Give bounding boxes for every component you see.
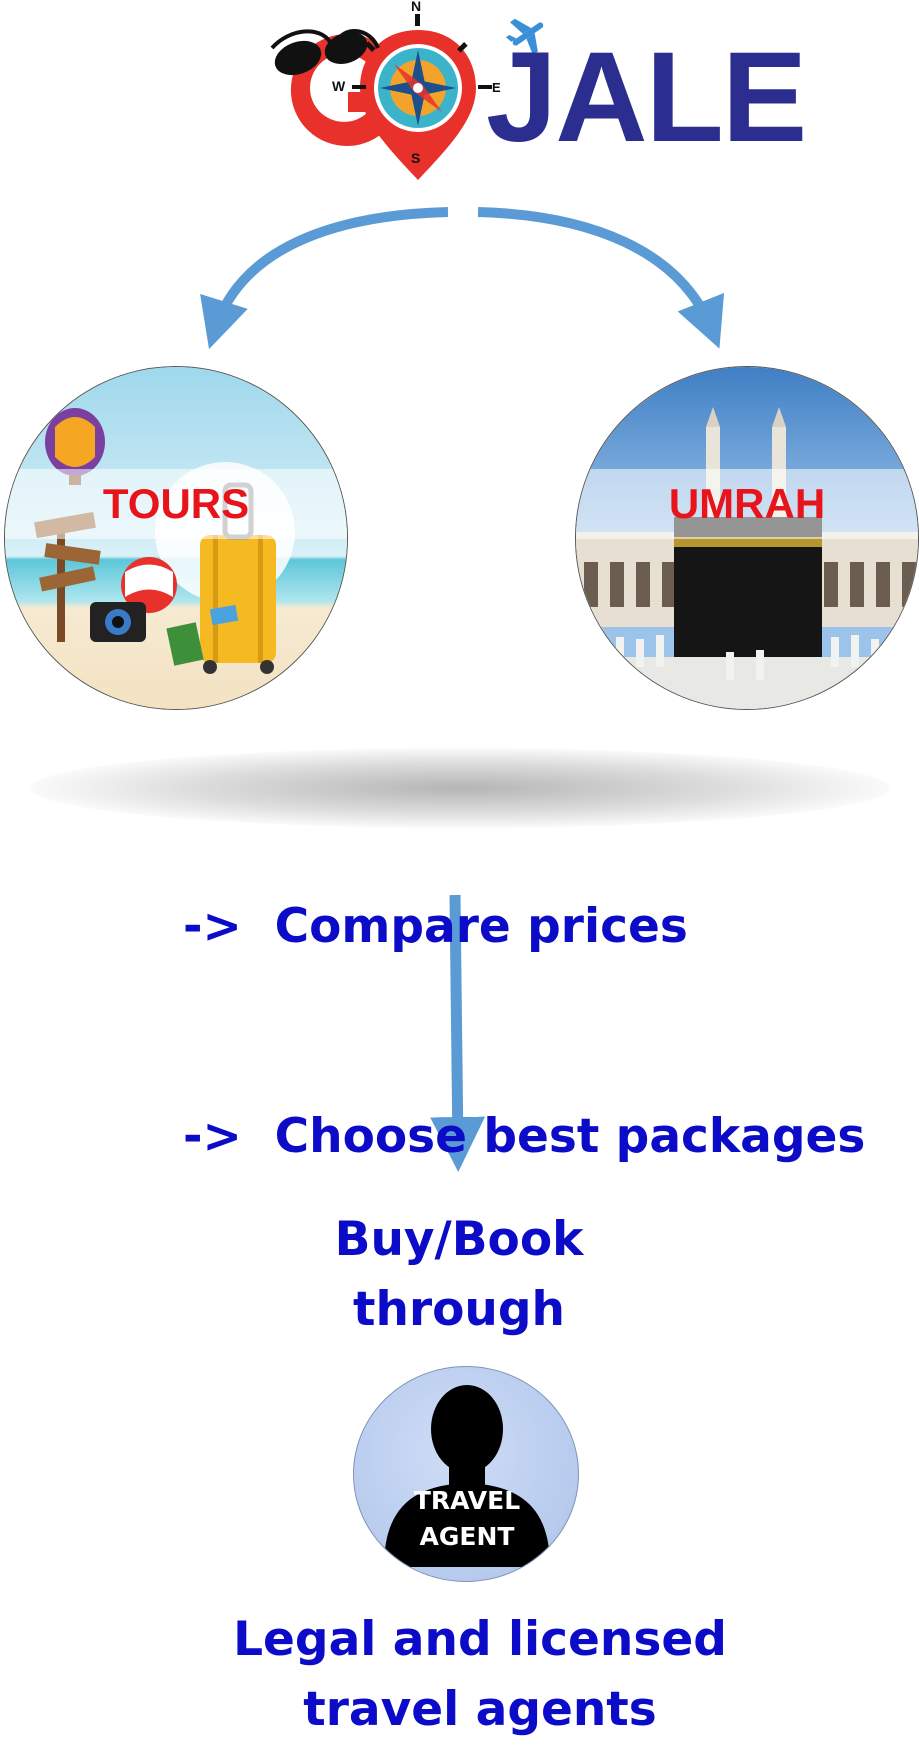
benefits-shadow: [30, 748, 890, 828]
compass-n: N: [411, 0, 422, 14]
umrah-node: UMRAH: [575, 366, 919, 710]
footer-text: Legal and licensed travel agents: [180, 1605, 780, 1745]
logo-letters: JALE: [486, 34, 807, 162]
benefit-choose: -> Choose best packages: [183, 1109, 866, 1164]
logo-text-blue: JALE: [486, 26, 807, 169]
agent-silhouette-icon: [384, 1385, 550, 1567]
umrah-label: UMRAH: [668, 480, 826, 527]
umrah-label-band: UMRAH: [576, 469, 918, 539]
booking-line-2: through: [353, 1282, 565, 1337]
booking-line-1: Buy/Book: [334, 1212, 584, 1267]
travel-agent-avatar: TRAVEL AGENT: [353, 1366, 579, 1582]
tours-label-band: TOURS: [5, 469, 347, 539]
tours-node: TOURS: [4, 366, 348, 710]
footer-line-2: travel agents: [303, 1682, 657, 1737]
agent-badge-text: TRAVEL AGENT: [354, 1483, 578, 1555]
arrow-to-umrah: [477, 207, 725, 349]
arrow-to-booking: [430, 894, 486, 1172]
agent-badge-line-1: TRAVEL: [413, 1486, 521, 1515]
agent-badge-line-2: AGENT: [419, 1522, 515, 1551]
booking-text: Buy/Book through: [259, 1205, 659, 1345]
benefit-compare: -> Compare prices: [183, 899, 688, 954]
arrow-to-tours: [200, 207, 449, 350]
footer-line-1: Legal and licensed: [233, 1612, 727, 1667]
tours-label: TOURS: [102, 480, 250, 527]
benefits: -> Compare prices -> Choose best package…: [183, 752, 865, 1242]
compass-w: W: [332, 78, 346, 94]
logo-graphic: [270, 14, 544, 180]
compass-s: S: [411, 150, 421, 166]
logo: JALE N W E S G: [270, 0, 807, 200]
compass-e: E: [492, 80, 501, 95]
